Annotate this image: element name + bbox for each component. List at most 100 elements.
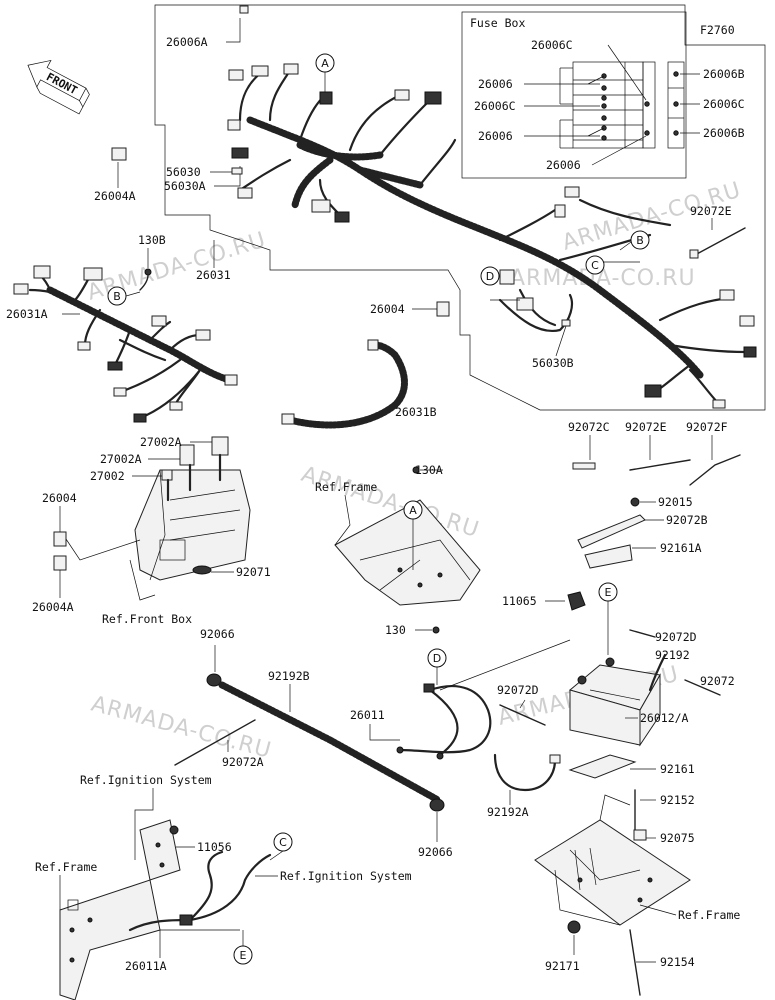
label-92075: 92075 [660, 831, 695, 845]
fuse-label-26006c-right: 26006C [703, 97, 745, 111]
front-arrow-icon: FRONT [27, 59, 90, 115]
label-130: 130 [385, 623, 406, 637]
tie-92072e-top [694, 227, 746, 256]
label-92161: 92161 [660, 762, 695, 776]
rod-92154 [629, 929, 641, 996]
label-11056: 11056 [197, 840, 232, 854]
diagram-code: F2760 [700, 23, 735, 37]
callout-a-top: A [315, 53, 335, 92]
connector-26004-mid [436, 301, 450, 317]
watermark-6: ARMADA-CO.RU [88, 692, 274, 764]
fuse-box-title: Fuse Box [470, 16, 525, 30]
label-27002a-1: 27002A [140, 435, 182, 449]
label-92015: 92015 [658, 495, 693, 509]
svg-text:B: B [113, 290, 121, 303]
relay-assembly [490, 293, 574, 333]
label-26004-left: 26004 [42, 491, 77, 505]
label-ref-frame-top: Ref.Frame [315, 480, 377, 494]
fuse-label-26006-1: 26006 [478, 77, 513, 91]
label-92071: 92071 [236, 565, 271, 579]
fuse-label-26006-bottom: 26006 [546, 158, 581, 172]
front-label: FRONT [44, 70, 80, 97]
label-26004a-left: 26004A [32, 600, 74, 614]
cable-26011 [396, 639, 571, 760]
grommet-92171 [567, 920, 581, 934]
label-ref-ignition-2: Ref.Ignition System [280, 869, 412, 883]
bolt-130 [432, 626, 440, 634]
label-26006a: 26006A [166, 35, 208, 49]
harness-group-outline [154, 4, 766, 411]
fuse-box-frame [461, 11, 687, 179]
pad-92161 [568, 754, 637, 779]
svg-text:A: A [321, 57, 329, 70]
clip-56030b [561, 319, 571, 327]
main-harness-26031 [227, 5, 757, 409]
cable-92192 [648, 653, 667, 692]
tie-92072d-mid [499, 704, 546, 726]
harness-26031a [13, 265, 238, 423]
connector-26004a [111, 147, 127, 161]
label-ref-front-box: Ref.Front Box [102, 612, 192, 626]
callout-d-top: D [480, 266, 500, 286]
svg-text:D: D [486, 270, 494, 283]
label-26031: 26031 [196, 268, 231, 282]
front-box-assembly [53, 436, 251, 601]
frame-section-left [59, 875, 161, 1000]
label-ref-ignition-1: Ref.Ignition System [80, 773, 212, 787]
label-92072f: 92072F [686, 420, 728, 434]
label-92072b: 92072B [666, 513, 708, 527]
callout-b-right: B [619, 230, 650, 251]
grommet-92066-top [206, 673, 222, 687]
battery-26012 [568, 657, 661, 747]
label-ref-frame-left: Ref.Frame [35, 860, 97, 874]
label-26012a: 26012/A [640, 711, 689, 725]
cap-11065 [567, 591, 586, 611]
label-ref-frame-right: Ref.Frame [678, 908, 740, 922]
tie-92072 [684, 679, 721, 696]
grommet-92066-bot [429, 798, 445, 812]
label-56030: 56030 [166, 165, 201, 179]
label-92192a: 92192A [487, 805, 529, 819]
label-56030b: 56030B [532, 356, 574, 370]
tube-92192b [218, 681, 442, 804]
tie-92072e [629, 459, 691, 471]
callout-c-right: C [585, 255, 640, 275]
svg-text:C: C [279, 836, 287, 849]
fuse-label-26006b-2: 26006B [703, 126, 745, 140]
label-11065: 11065 [502, 594, 537, 608]
callout-b-left: B [107, 286, 141, 306]
fuse-box-inset: Fuse Box [461, 11, 745, 179]
svg-text:A: A [409, 504, 417, 517]
label-92192b: 92192B [268, 669, 310, 683]
svg-text:C: C [591, 259, 599, 272]
label-92192: 92192 [655, 648, 690, 662]
fuse-label-26006b-1: 26006B [703, 67, 745, 81]
clip-56030 [231, 167, 243, 175]
tie-92072f [689, 454, 741, 486]
label-92066-bot: 92066 [418, 845, 453, 859]
label-92171: 92171 [545, 959, 580, 973]
cable-26011a [128, 850, 272, 932]
bolt-130b [144, 268, 152, 276]
callout-e-bottom: E [233, 930, 253, 965]
label-130b: 130B [138, 233, 166, 247]
nut-92015 [630, 497, 640, 507]
label-92072a: 92072A [222, 755, 264, 769]
label-92072: 92072 [700, 674, 735, 688]
svg-text:B: B [636, 234, 644, 247]
harness-26031b [281, 339, 408, 429]
label-92072e: 92072E [625, 420, 667, 434]
cable-92192a [493, 753, 561, 792]
ignition-bracket [139, 819, 181, 881]
label-26031a: 26031A [6, 307, 48, 321]
tie-92072a [174, 719, 256, 766]
fuse-label-26006c-top: 26006C [531, 38, 573, 52]
svg-text:D: D [433, 652, 441, 665]
label-92072e-top: 92072E [690, 204, 732, 218]
callout-e-battery: E [598, 582, 618, 655]
label-92152: 92152 [660, 793, 695, 807]
label-26004a-top: 26004A [94, 189, 136, 203]
bracket-92072b [577, 514, 646, 549]
label-26011: 26011 [350, 708, 385, 722]
label-26011a: 26011A [125, 959, 167, 973]
